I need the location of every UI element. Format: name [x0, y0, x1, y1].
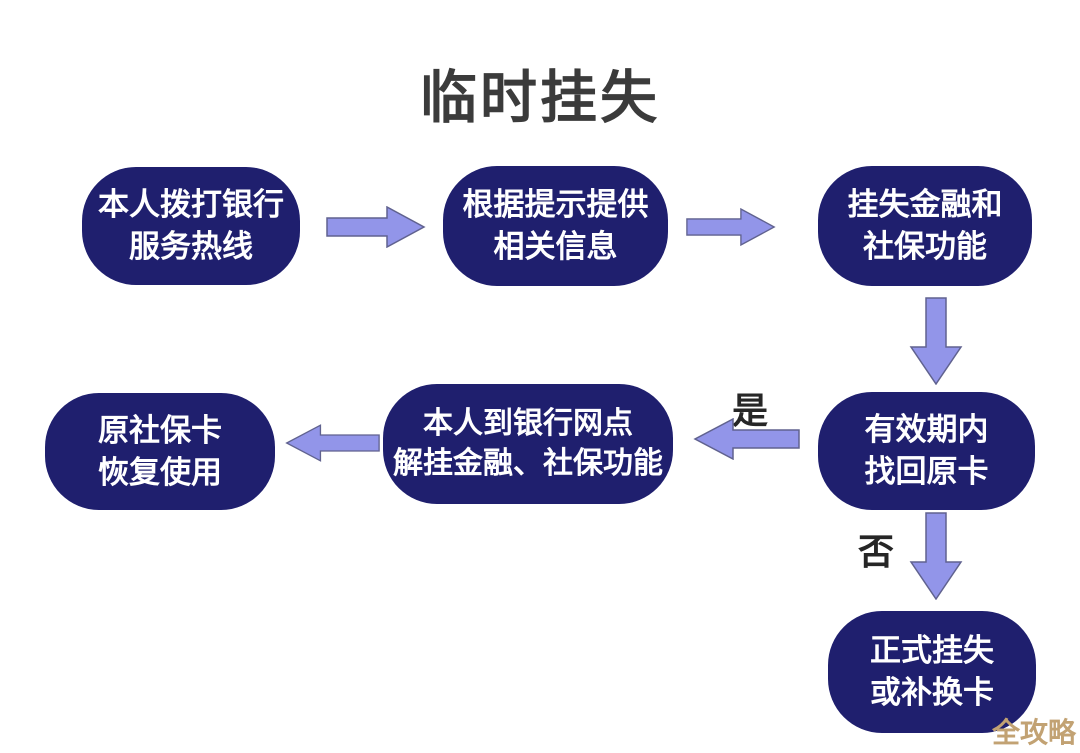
arrow-step5-to-step6-icon [285, 424, 380, 462]
node-text-line: 有效期内 [864, 412, 989, 448]
arrow-step4-to-step5-icon [693, 418, 800, 460]
flow-node-card-found-in-validity: 有效期内 找回原卡 [818, 392, 1035, 510]
node-text-line: 找回原卡 [864, 454, 989, 489]
flow-node-formal-report-or-replace: 正式挂失 或补换卡 [828, 611, 1036, 733]
node-text-line: 本人拨打银行 [98, 187, 284, 223]
edge-label-no: 否 [858, 531, 895, 572]
node-text-line: 或补换卡 [870, 675, 994, 710]
node-text-line: 相关信息 [493, 229, 618, 264]
watermark: 全攻略 [991, 717, 1076, 748]
node-text-line: 挂失金融和 [847, 187, 1003, 223]
flow-node-suspend-functions: 挂失金融和 社保功能 [818, 166, 1032, 286]
arrow-step1-to-step2-icon [326, 206, 426, 248]
flow-node-unsuspend-at-branch: 本人到银行网点 解挂金融、社保功能 [383, 384, 673, 504]
node-text-line: 解挂金融、社保功能 [393, 447, 663, 480]
flow-node-card-resume-use: 原社保卡 恢复使用 [45, 393, 275, 510]
arrow-step2-to-step3-icon [686, 207, 776, 247]
node-text-line: 正式挂失 [870, 633, 994, 669]
node-text-line: 本人到银行网点 [423, 406, 633, 440]
node-text-line: 根据提示提供 [462, 187, 649, 223]
node-text-line: 原社保卡 [98, 412, 222, 448]
node-text-line: 社保功能 [863, 229, 987, 264]
edge-label-yes: 是 [732, 390, 769, 431]
flow-node-provide-info: 根据提示提供 相关信息 [443, 166, 668, 286]
node-text-line: 恢复使用 [98, 454, 222, 490]
page-title: 临时挂失 [420, 66, 660, 130]
arrow-step3-to-step4-icon [909, 297, 963, 385]
arrow-step4-to-step7-icon [909, 512, 963, 600]
node-text-line: 服务热线 [129, 229, 253, 264]
flow-node-call-bank-hotline: 本人拨打银行 服务热线 [82, 167, 300, 285]
